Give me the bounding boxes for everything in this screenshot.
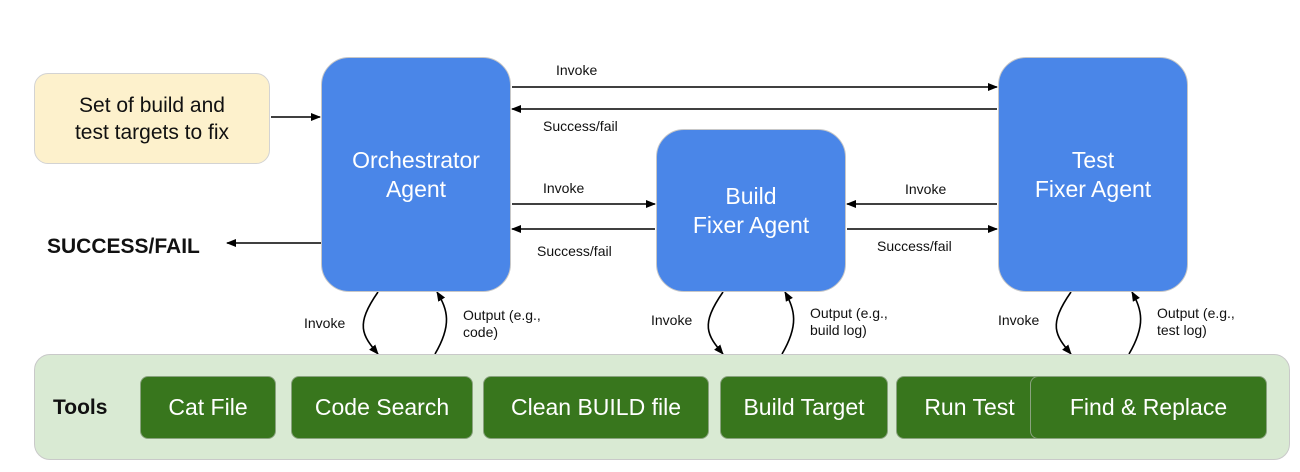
- edge-label-build-tools-invoke: Invoke: [651, 312, 693, 328]
- tool-run-test: Run Test: [896, 376, 1043, 439]
- tool-cat-file: Cat File: [140, 376, 276, 439]
- edge-label-test-orch-result: Success/fail: [543, 118, 618, 134]
- build-output-line1: Output (e.g.,: [810, 305, 888, 321]
- edge-label-test-build-invoke: Invoke: [905, 181, 947, 197]
- build-fixer-agent-node: Build Fixer Agent: [656, 129, 846, 292]
- test-fixer-label-line1: Test: [1071, 146, 1115, 173]
- arrow-test-tools-invoke: [1055, 291, 1072, 355]
- edge-label-test-tools-invoke: Invoke: [998, 312, 1040, 328]
- orchestrator-label-line1: Orchestrator: [352, 146, 480, 173]
- build-fixer-label-line2: Fixer Agent: [692, 211, 810, 238]
- arrow-build-tools-output: [781, 291, 795, 355]
- orchestrator-agent-node: Orchestrator Agent: [321, 57, 511, 292]
- test-fixer-agent-node: Test Fixer Agent: [998, 57, 1188, 292]
- tool-clean-build-file: Clean BUILD file: [483, 376, 709, 439]
- edge-label-build-test-result: Success/fail: [877, 238, 952, 254]
- test-output-line1: Output (e.g.,: [1157, 305, 1235, 321]
- edge-label-test-tools-output: Output (e.g., test log): [1157, 305, 1235, 339]
- arrow-orch-tools-output: [434, 291, 448, 355]
- tools-title: Tools: [53, 396, 108, 419]
- orchestrator-label-line2: Agent: [385, 175, 447, 202]
- test-output-line2: test log): [1157, 322, 1207, 338]
- input-text-line2: test targets to fix: [74, 120, 230, 144]
- input-targets-box: Set of build and test targets to fix: [34, 73, 270, 164]
- arrow-orch-tools-invoke: [362, 291, 379, 355]
- input-text-line1: Set of build and: [79, 93, 225, 117]
- orch-output-line1: Output (e.g.,: [463, 307, 541, 323]
- tool-code-search: Code Search: [291, 376, 473, 439]
- success-fail-status: SUCCESS/FAIL: [47, 235, 200, 258]
- build-fixer-label-line1: Build: [725, 182, 777, 209]
- edge-label-orch-test-invoke: Invoke: [556, 62, 598, 78]
- tool-find-replace: Find & Replace: [1030, 376, 1267, 439]
- edge-label-orch-tools-invoke: Invoke: [304, 315, 346, 331]
- arrow-test-tools-output: [1128, 291, 1142, 355]
- orch-output-line2: code): [463, 324, 499, 340]
- build-output-line2: build log): [810, 322, 867, 338]
- edge-label-orch-build-invoke: Invoke: [543, 180, 585, 196]
- test-fixer-label-line2: Fixer Agent: [1034, 175, 1152, 202]
- tool-build-target: Build Target: [720, 376, 888, 439]
- edge-label-orch-tools-output: Output (e.g., code): [463, 307, 541, 341]
- edge-label-build-orch-result: Success/fail: [537, 243, 612, 259]
- arrow-build-tools-invoke: [707, 291, 724, 355]
- edge-label-build-tools-output: Output (e.g., build log): [810, 305, 888, 339]
